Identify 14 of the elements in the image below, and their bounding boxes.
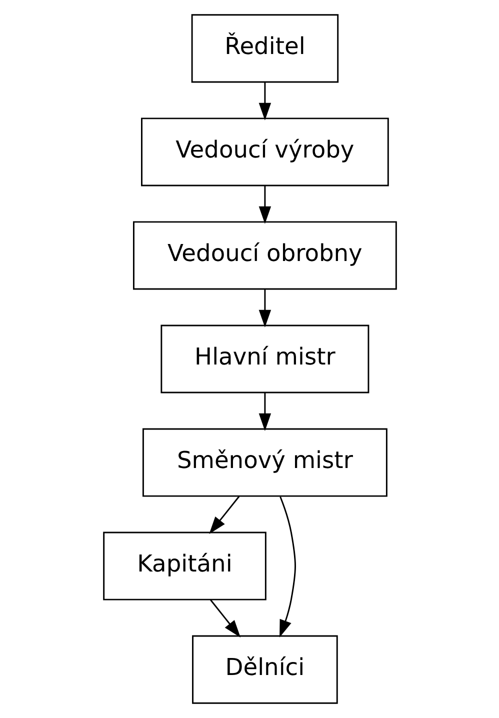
arrow xyxy=(208,496,240,534)
node-box: Vedoucí obrobny xyxy=(132,221,396,290)
arrow xyxy=(279,496,296,638)
arrow xyxy=(258,392,271,431)
arrow xyxy=(258,82,271,120)
node-box: Kapitáni xyxy=(102,532,266,600)
node-box: Ředitel xyxy=(190,14,338,83)
arrow xyxy=(258,186,271,224)
arrow xyxy=(210,599,240,638)
node-box: Směnový mistr xyxy=(142,428,387,497)
node-box: Vedoucí výroby xyxy=(140,118,388,186)
node-box: Hlavní mistr xyxy=(160,324,369,394)
node-box: Dělníci xyxy=(192,635,338,704)
arrow xyxy=(258,289,271,328)
